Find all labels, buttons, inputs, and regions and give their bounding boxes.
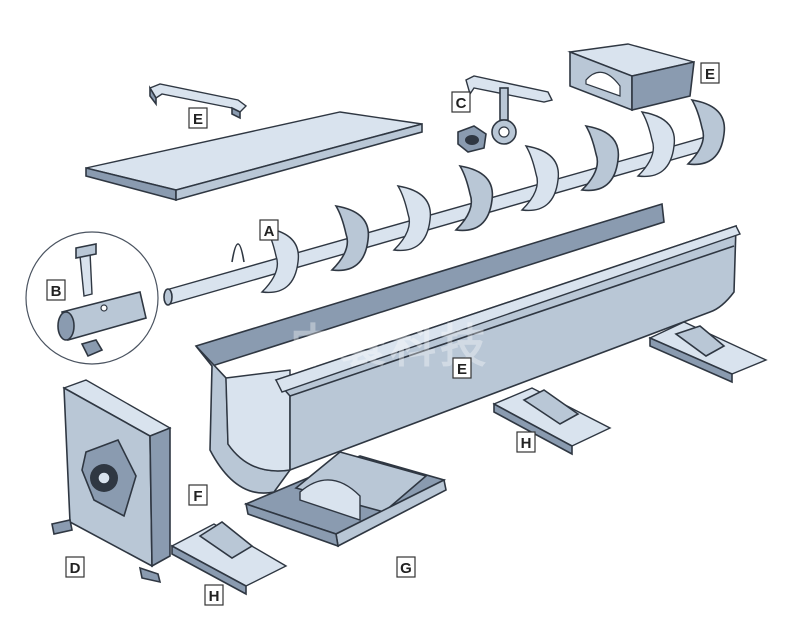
label-coupling-bolt: B	[46, 279, 66, 301]
screw-flights	[260, 98, 726, 294]
foot-front	[170, 521, 288, 596]
label-hanger: C	[451, 91, 471, 113]
screw-flight	[330, 204, 370, 272]
coupling-bolt-detail	[25, 231, 159, 365]
label-foot-front: H	[204, 584, 224, 606]
svg-text:H: H	[521, 435, 532, 452]
screw-flight	[520, 145, 560, 212]
trough	[194, 202, 741, 494]
discharge-spout	[243, 451, 447, 548]
svg-text:E: E	[193, 111, 203, 128]
svg-text:B: B	[51, 283, 62, 300]
screw-flight	[580, 124, 620, 192]
svg-text:G: G	[400, 560, 412, 577]
screw-flight	[260, 227, 300, 294]
inlet-hopper	[567, 43, 695, 112]
svg-text:E: E	[457, 361, 467, 378]
label-flange: F	[188, 484, 208, 506]
foot-right	[648, 321, 768, 384]
svg-text:A: A	[264, 223, 275, 240]
screw-flight	[392, 185, 432, 252]
screw-conveyor	[163, 98, 726, 306]
label-trough: E	[452, 357, 472, 379]
label-screw: A	[259, 219, 279, 241]
label-inlet: E	[700, 62, 720, 84]
screw-flight	[686, 98, 726, 166]
svg-text:C: C	[456, 95, 467, 112]
screw-flight	[636, 111, 676, 178]
hanger	[457, 75, 554, 153]
label-end-plate: D	[65, 556, 85, 578]
svg-text:E: E	[705, 66, 715, 83]
cover-clamp	[148, 83, 248, 120]
foot-mid	[492, 387, 612, 456]
label-foot-mid: H	[516, 431, 536, 453]
screw-flight	[454, 164, 494, 232]
label-cover-clamp: E	[188, 107, 208, 129]
svg-text:H: H	[209, 588, 220, 605]
svg-text:D: D	[70, 560, 81, 577]
svg-text:F: F	[193, 488, 202, 505]
label-discharge-spout: G	[396, 556, 416, 578]
end-plate	[51, 379, 172, 584]
trough-cover	[85, 111, 423, 202]
